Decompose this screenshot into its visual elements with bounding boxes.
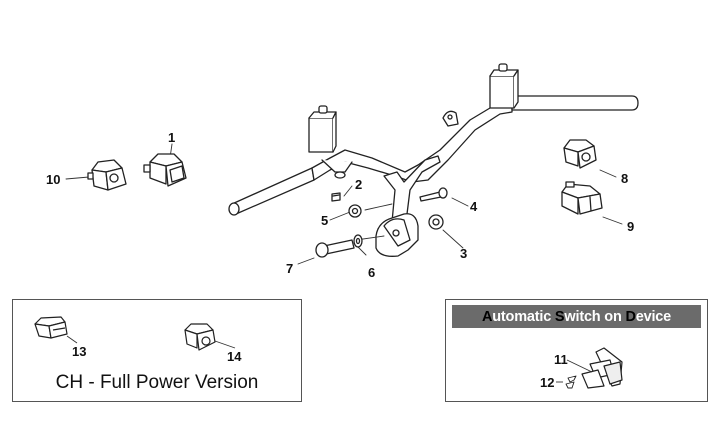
inset-left-parts: 13 14 xyxy=(34,316,242,364)
part-11-bracket xyxy=(581,347,623,389)
part-4-bolt xyxy=(419,187,448,202)
part-3-nut xyxy=(428,214,444,230)
header-part: A xyxy=(481,308,493,325)
callout-8: 8 xyxy=(621,171,628,186)
part-10-switch xyxy=(87,159,127,191)
handlebar-frame xyxy=(228,63,639,257)
part-9-switch xyxy=(561,181,603,215)
part-7-bolt xyxy=(315,239,355,258)
part-1-switch xyxy=(143,153,187,187)
header-part: utomatic xyxy=(492,308,555,325)
callout-10: 10 xyxy=(46,172,60,187)
callout-5: 5 xyxy=(321,213,328,228)
part-12-clip xyxy=(565,375,577,389)
callout-14: 14 xyxy=(227,349,242,364)
callout-3: 3 xyxy=(460,246,467,261)
part-5-nut xyxy=(348,204,362,218)
part-6-washer xyxy=(353,234,363,248)
part-2-screw xyxy=(331,192,341,202)
callout-2: 2 xyxy=(355,177,362,192)
inset-ch-full-power: 13 14 CH - Full Power Version xyxy=(12,299,302,402)
header-part: D xyxy=(625,308,636,325)
callout-13: 13 xyxy=(72,344,86,359)
header-part: S xyxy=(554,308,565,325)
callout-11: 11 xyxy=(554,352,568,367)
inset-right-parts: 11 12 xyxy=(540,347,623,390)
callout-7: 7 xyxy=(286,261,293,276)
callout-1: 1 xyxy=(168,130,175,145)
callout-4: 4 xyxy=(470,199,478,214)
callout-9: 9 xyxy=(627,219,634,234)
part-14-switch xyxy=(184,323,216,351)
callout-6: 6 xyxy=(368,265,375,280)
header-part: witch on xyxy=(564,308,626,325)
callout-12: 12 xyxy=(540,375,554,390)
header-part: evice xyxy=(635,308,672,325)
inset-caption: CH - Full Power Version xyxy=(55,372,259,393)
part-8-switch xyxy=(563,139,597,169)
callout-labels: 1 2 3 4 5 6 7 8 9 10 xyxy=(46,130,634,280)
part-13-switch xyxy=(34,316,68,339)
